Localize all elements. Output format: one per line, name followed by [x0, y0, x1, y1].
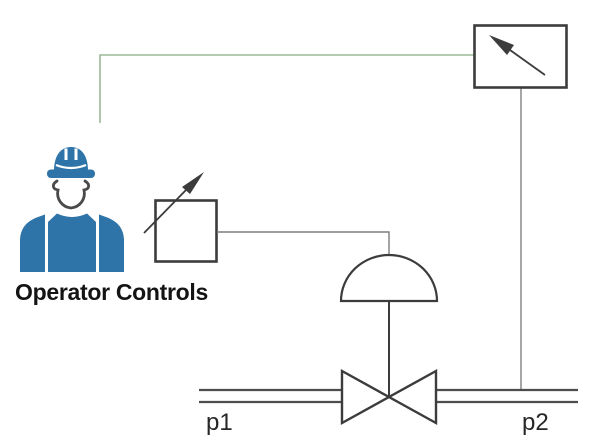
- pressure-label-p2: p2: [522, 409, 549, 436]
- operator-controls-label: Operator Controls: [15, 279, 208, 305]
- hardhat-ridges: [64, 148, 78, 160]
- gauge-needle-icon: [489, 35, 546, 76]
- controller-to-actuator-line: [217, 231, 390, 256]
- adjustable-setpoint-icon: [143, 172, 204, 234]
- process-pipe: [199, 388, 578, 404]
- left-arm: [20, 214, 45, 272]
- worker-hardhat-icon: [20, 147, 124, 272]
- hardhat-highlight: [55, 163, 87, 170]
- pressure-label-p1: p1: [206, 409, 233, 436]
- controller-frame: [154, 199, 218, 263]
- overalls-bib: [48, 213, 96, 272]
- diaphragm-actuator-dome: [339, 253, 439, 303]
- feedback-signal-line: [99, 54, 474, 123]
- control-valve-icon: [340, 368, 438, 426]
- right-arm: [99, 214, 124, 272]
- chin-strap: [51, 179, 91, 210]
- hardhat-dome: [54, 147, 88, 171]
- controller-box: [143, 172, 218, 263]
- hardhat-brim: [47, 169, 95, 178]
- pressure-indicator-box: [473, 24, 568, 89]
